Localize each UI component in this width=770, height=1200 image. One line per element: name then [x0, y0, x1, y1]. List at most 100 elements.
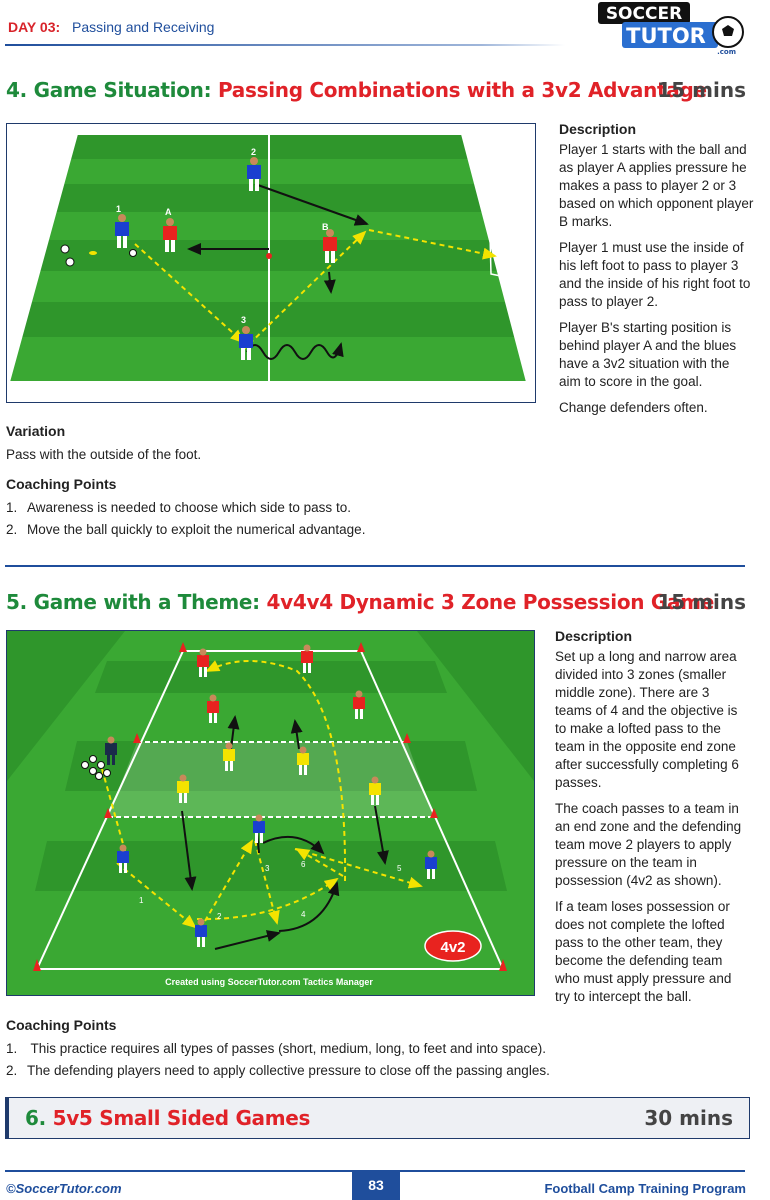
move-arrow-b	[323, 271, 336, 294]
list-item: 1. This practice requires all types of p…	[6, 1040, 746, 1058]
soccertutor-logo: SOCCER TUTOR .com	[598, 2, 744, 56]
description-paragraph: Set up a long and narrow area divided in…	[555, 649, 739, 790]
list-number: 1.	[6, 1041, 18, 1056]
4v2-badge: 4v2	[424, 930, 482, 962]
list-item: 2. The defending players need to apply co…	[6, 1062, 746, 1080]
section-4-title: 4. Game Situation: Passing Combinations …	[6, 78, 707, 102]
lofted-pass-line	[205, 660, 347, 882]
section-5-title-prefix: Game with a Theme:	[33, 590, 267, 614]
player-red-b	[323, 229, 337, 263]
player-red-a	[163, 218, 177, 252]
pass-number-label: 6	[301, 860, 306, 869]
pass-line-1	[134, 243, 245, 344]
dribble-arrow	[278, 881, 340, 932]
player-blue-2	[247, 157, 261, 191]
description-paragraph: Change defenders often.	[559, 400, 708, 415]
diagram-credit: Created using SoccerTutor.com Tactics Ma…	[165, 977, 373, 987]
label-player-a: A	[165, 207, 172, 217]
logo-domain-text: .com	[717, 48, 736, 56]
pass-line-1	[116, 862, 197, 929]
description-paragraph: Player 1 starts with the ball and as pla…	[559, 142, 754, 229]
pass-number-label: 1	[139, 896, 144, 905]
description-paragraph: If a team loses possession or does not c…	[555, 899, 732, 1004]
description-paragraph: Player B's starting position is behind p…	[559, 320, 737, 389]
topic-label: Passing and Receiving	[72, 19, 215, 35]
run-arrow	[227, 715, 240, 750]
pass-number-label: 3	[265, 864, 270, 873]
section-4-description: Description Player 1 starts with the bal…	[559, 121, 754, 425]
section-6-title-text: 5v5 Small Sided Games	[52, 1106, 311, 1130]
section-5-title-main: 4v4v4 Dynamic 3 Zone Possession Game	[266, 590, 715, 614]
variation-heading: Variation	[6, 423, 66, 439]
section-6-title: 6. 5v5 Small Sided Games	[25, 1106, 310, 1130]
dribble-arrow	[214, 930, 281, 950]
label-player-2: 2	[251, 147, 256, 157]
player-blue	[117, 844, 129, 873]
section-4-number: 4.	[6, 78, 34, 102]
badge-label: 4v2	[440, 939, 465, 956]
section-5-diagram: 1 2 3 4 5 6 4v2 Created using SoccerTuto…	[6, 630, 535, 996]
coaching-points-heading: Coaching Points	[6, 476, 117, 492]
section-5-description: Description Set up a long and narrow are…	[555, 628, 747, 1014]
coaching-points-list: 1. This practice requires all types of p…	[6, 1040, 746, 1080]
list-text: This practice requires all types of pass…	[27, 1041, 547, 1056]
coaching-points-list: 1.Awareness is needed to choose which si…	[6, 499, 546, 539]
pitch-boundary	[7, 133, 529, 383]
pass-number-label: 5	[397, 864, 402, 873]
pass-line-5	[294, 848, 423, 889]
player-yellow	[297, 746, 309, 775]
spare-balls	[60, 244, 137, 267]
player-red	[197, 648, 209, 677]
logo-bottom-text: TUTOR	[626, 24, 706, 48]
pitch-stripes	[35, 661, 507, 891]
day-label: DAY 03:	[8, 19, 61, 35]
page-number: 83	[352, 1171, 400, 1200]
run-arrow	[290, 719, 303, 750]
description-heading: Description	[555, 628, 633, 644]
corner-cones	[33, 642, 507, 971]
list-text: Awareness is needed to choose which side…	[27, 500, 351, 515]
list-number: 2.	[6, 1063, 18, 1078]
description-paragraph: The coach passes to a team in an end zon…	[555, 801, 742, 888]
section-6-number: 6.	[25, 1106, 53, 1130]
player-yellow	[369, 776, 381, 805]
middle-zone	[108, 742, 434, 817]
section-5-title: 5. Game with a Theme: 4v4v4 Dynamic 3 Zo…	[6, 590, 714, 614]
section-6-banner: 6. 5v5 Small Sided Games 30 mins	[5, 1097, 750, 1139]
list-number: 2.	[6, 522, 18, 537]
spare-balls	[81, 755, 111, 780]
player-yellow	[177, 774, 189, 803]
player-red	[207, 694, 219, 723]
label-player-1: 1	[116, 204, 121, 214]
label-player-3: 3	[241, 315, 246, 325]
player-blue	[253, 814, 265, 843]
label-player-b: B	[322, 222, 329, 232]
header-divider	[5, 44, 565, 46]
run-arrow	[374, 805, 389, 865]
pitch-diagram-4v4v4: 1 2 3 4 5 6 4v2 Created using SoccerTuto…	[7, 631, 534, 995]
footer-copyright: ©SoccerTutor.com	[6, 1181, 122, 1196]
list-text: Move the ball quickly to exploit the num…	[27, 522, 366, 537]
section-5-number: 5.	[6, 590, 34, 614]
section-4-title-main: Passing Combinations with a 3v2 Advantag…	[217, 78, 707, 102]
player-blue	[425, 850, 437, 879]
section-divider	[5, 565, 745, 567]
section-4-diagram: 2 1 A B 3 Created using SoccerTutor.com …	[6, 123, 536, 403]
pass-line-2	[204, 839, 254, 922]
player-blue-1	[115, 214, 129, 248]
section-4-title-prefix: Game Situation:	[33, 78, 218, 102]
list-text: The defending players need to apply coll…	[27, 1063, 550, 1078]
description-paragraph: Player 1 must use the inside of his left…	[559, 240, 751, 309]
section-4-duration: 15 mins	[657, 78, 746, 102]
list-item: 2. Move the ball quickly to exploit the n…	[6, 521, 546, 539]
diagram-credit: Created using SoccerTutor.com Tactics Ma…	[167, 389, 375, 399]
shot-line	[368, 229, 497, 260]
footer-title: Football Camp Training Program	[544, 1181, 746, 1196]
pass-number-label: 4	[301, 910, 306, 919]
player-blue	[195, 918, 207, 947]
run-arrow	[262, 836, 325, 855]
player-red	[353, 690, 365, 719]
list-item: 1.Awareness is needed to choose which si…	[6, 499, 546, 517]
player-red	[301, 644, 313, 673]
center-cone	[266, 253, 272, 259]
